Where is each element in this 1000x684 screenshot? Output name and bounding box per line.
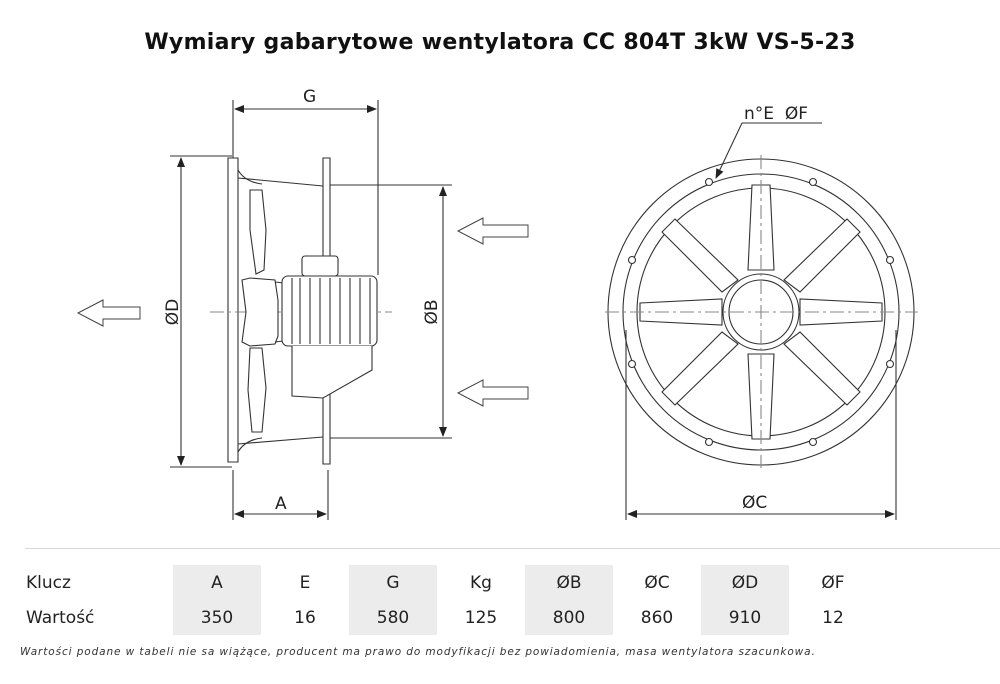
value-cell: 16 (294, 607, 316, 628)
inflow-arrow-icon (456, 379, 529, 407)
key-cell: Kg (470, 572, 492, 593)
airflow-arrows (76, 217, 529, 407)
value-cell: 12 (822, 607, 844, 628)
row-label-value: Wartość (26, 607, 95, 628)
dim-label-c: ØC (742, 493, 767, 513)
key-cell: ØD (701, 565, 789, 600)
table-row: Klucz A E G Kg ØB ØC ØD ØF (14, 565, 877, 600)
key-cell: G (349, 565, 437, 600)
value-cell: 910 (701, 600, 789, 635)
value-cell: 860 (640, 607, 674, 628)
dim-label-b: ØB (422, 299, 442, 324)
footnote: Wartości podane w tabeli nie sa wiążące,… (20, 646, 816, 658)
front-view (605, 122, 918, 520)
row-label-key: Klucz (26, 572, 71, 593)
key-cell: ØB (525, 565, 613, 600)
technical-drawing: G ØD ØB A ØC n°E ØF (76, 87, 918, 520)
key-cell: E (299, 572, 311, 593)
dim-label-g: G (303, 87, 316, 107)
dim-label-a: A (275, 494, 287, 514)
outflow-arrow-icon (76, 299, 141, 327)
separator (25, 548, 1000, 549)
side-view (170, 100, 452, 520)
mounting-holes (627, 177, 895, 447)
value-cell: 580 (349, 600, 437, 635)
inflow-arrow-icon (456, 217, 529, 245)
spec-table: Klucz A E G Kg ØB ØC ØD ØF Wartość 350 1… (14, 565, 877, 635)
dim-label-d: ØD (163, 299, 183, 325)
value-cell: 350 (173, 600, 261, 635)
dim-label-e-f: n°E ØF (744, 104, 808, 124)
table-row: Wartość 350 16 580 125 800 860 910 12 (14, 600, 877, 635)
key-cell: ØC (644, 572, 670, 593)
page-title: Wymiary gabarytowe wentylatora CC 804T 3… (144, 30, 856, 55)
key-cell: A (173, 565, 261, 600)
value-cell: 800 (525, 600, 613, 635)
key-cell: ØF (821, 572, 845, 593)
value-cell: 125 (464, 607, 498, 628)
